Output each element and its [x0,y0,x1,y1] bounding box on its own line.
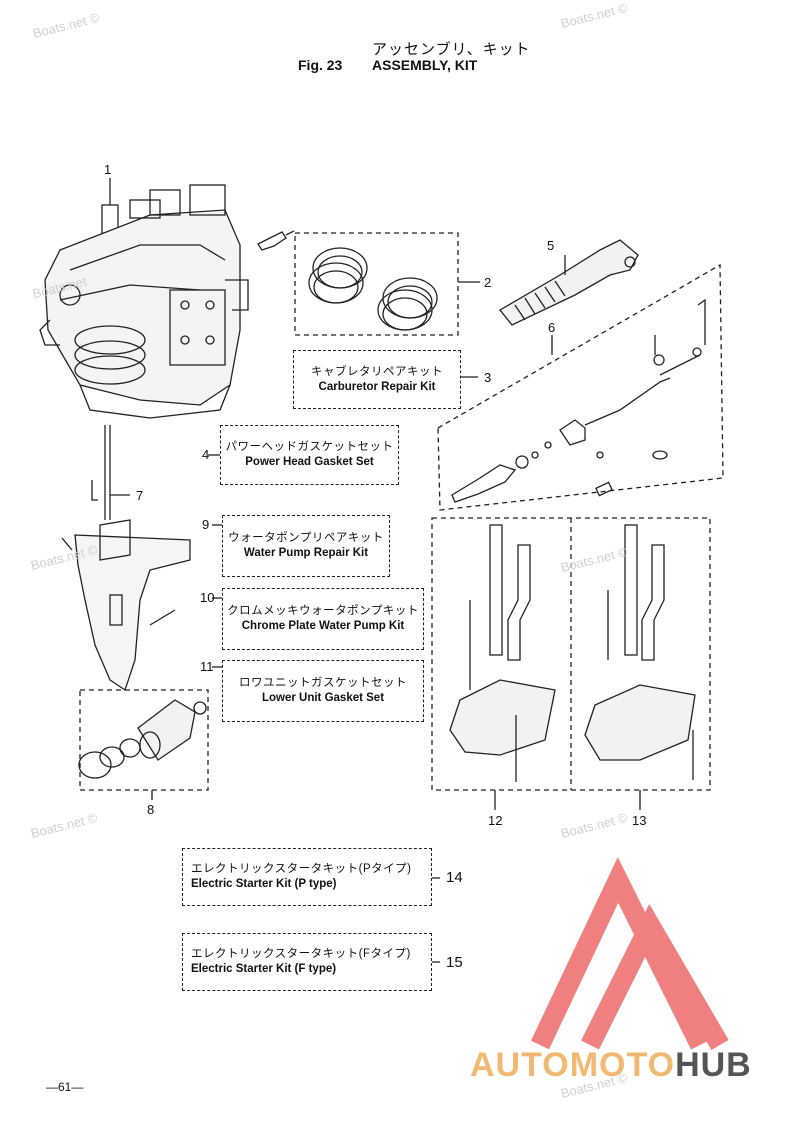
callout-4: 4 [202,447,210,462]
logo-text-part-a: AUTOMOTO [470,1046,676,1084]
logo-text-part-b: HUB [675,1046,752,1084]
kit-label-chrome-plate-water-pump: クロムメッキウォータポンプキット Chrome Plate Water Pump… [222,588,424,650]
power-head-drawing [39,178,249,419]
figure-label: Fig. 23 [298,57,343,73]
shaft-housing-a-drawing [449,524,556,782]
kit-en-label: Chrome Plate Water Pump Kit [241,620,405,632]
kit-en-label: Water Pump Repair Kit [243,547,369,559]
callout-1: 1 [104,162,112,177]
kit-jp-label: エレクトリックスタータキット(Fタイプ) [191,948,411,960]
callout-5: 5 [547,238,555,253]
callout-13: 13 [632,813,647,828]
spark-plug-drawing [257,230,295,251]
figure-title: ASSEMBLY, KIT [372,57,478,73]
kit-jp-label: ウォータポンプリペアキット [228,532,384,544]
callout-6: 6 [548,320,556,335]
kit-jp-label: キャブレタリペアキット [311,365,443,378]
kit-label-electric-starter-f: エレクトリックスタータキット(Fタイプ) Electric Starter Ki… [182,933,432,991]
callout-11: 11 [200,659,214,674]
water-pump-box [79,689,209,791]
throttle-kit-drawing [451,298,706,503]
callout-8: 8 [147,802,155,817]
automotohub-logo-text: AUTOMOTOHUB [470,1046,752,1085]
page-number: —61— [46,1080,84,1094]
kit-jp-label: エレクトリックスタータキット(Pタイプ) [191,863,412,875]
piston-rings-drawing [308,247,438,331]
header-jp-title: アッセンブリ、キット [372,41,531,58]
kit-en-label: Carburetor Repair Kit [318,380,436,393]
callout-10: 10 [200,590,215,605]
lower-unit-drawing [61,425,191,692]
shaft-housing-b-drawing [584,524,696,780]
kit-label-power-head-gasket: パワーヘッドガスケットセット Power Head Gasket Set [220,425,399,485]
automotohub-logo-mark [530,857,729,1051]
piston-ring-box [294,232,459,336]
kit-jp-label: クロムメッキウォータポンプキット [227,605,419,617]
kit-jp-label: ロワユニットガスケットセット [239,677,407,689]
throttle-kit-box [437,263,724,511]
callout-7: 7 [136,488,144,503]
callout-3: 3 [484,370,492,385]
callout-9: 9 [202,517,210,532]
kit-en-label: Power Head Gasket Set [245,456,374,468]
kit-jp-label: パワーヘッドガスケットセット [225,441,394,453]
kit-label-electric-starter-p: エレクトリックスタータキット(Pタイプ) Electric Starter Ki… [182,848,432,906]
kit-label-lower-unit-gasket: ロワユニットガスケットセット Lower Unit Gasket Set [222,660,424,722]
kit-en-label: Electric Starter Kit (F type) [191,963,337,975]
callout-12: 12 [488,813,503,828]
kit-label-water-pump-repair: ウォータポンプリペアキット Water Pump Repair Kit [222,515,390,577]
callout-2: 2 [484,275,492,290]
tiller-handle-drawing [499,239,639,326]
callout-14: 14 [446,869,463,886]
water-pump-parts-drawing [78,699,207,779]
kit-label-carburetor-repair: キャブレタリペアキット Carburetor Repair Kit [293,350,461,409]
callout-15: 15 [446,954,463,971]
kit-en-label: Electric Starter Kit (P type) [191,878,337,890]
kit-en-label: Lower Unit Gasket Set [261,692,385,704]
